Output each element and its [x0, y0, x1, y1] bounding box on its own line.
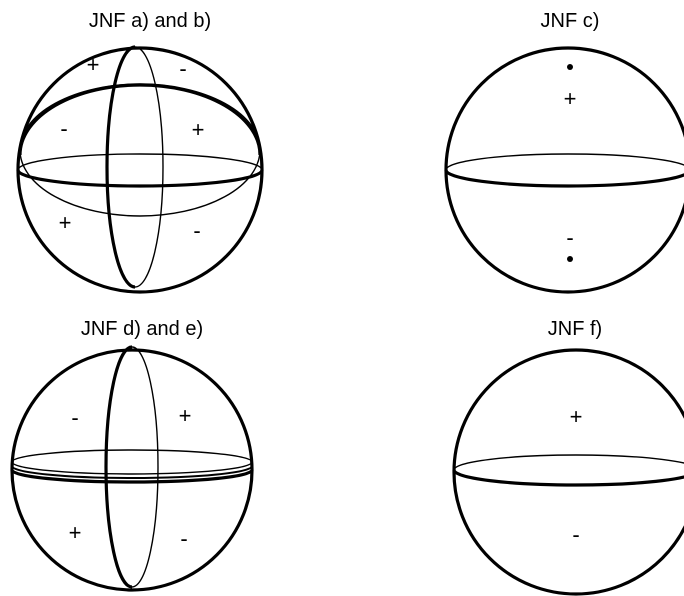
sign-ab-5: + — [59, 210, 72, 235]
panel-title-f: JNF f) — [548, 318, 602, 340]
panel-jnf-c: JNF c) + - — [444, 10, 684, 294]
sign-f-1: + — [570, 404, 583, 429]
sphere-outline-f — [452, 348, 684, 596]
sign-de-4: - — [180, 526, 187, 551]
sign-ab-6: - — [193, 218, 200, 243]
equator-front-c — [444, 169, 684, 188]
equator-front-inner-de — [11, 465, 253, 479]
sign-c-2: - — [566, 225, 573, 250]
meridian-front-ab — [105, 45, 136, 289]
north-pole-dot-c — [567, 64, 573, 70]
panel-title-ab: JNF a) and b) — [89, 10, 211, 32]
meridian-front-de — [104, 345, 133, 589]
equator-upper-de — [11, 449, 253, 475]
south-pole-dot-c — [567, 256, 573, 262]
panel-jnf-f: JNF f) + - — [452, 318, 684, 596]
panel-title-c: JNF c) — [541, 10, 600, 32]
sign-de-1: - — [71, 405, 78, 430]
sign-de-3: + — [69, 520, 82, 545]
panel-title-de: JNF d) and e) — [81, 318, 203, 340]
equator-front-f — [452, 469, 684, 487]
tilted-circle-front-ab — [18, 83, 262, 156]
sign-ab-4: + — [192, 117, 205, 142]
equator-front-ab — [16, 169, 264, 188]
sphere-outline-c — [444, 46, 684, 294]
panel-jnf-de: JNF d) and e) - + + - — [10, 318, 254, 592]
sign-ab-2: - — [179, 56, 186, 81]
equator-front-de — [10, 469, 254, 484]
panel-jnf-ab: JNF a) and b) + - - + + - — [16, 10, 264, 294]
sign-ab-1: + — [87, 52, 100, 77]
sign-f-2: - — [572, 522, 579, 547]
sign-de-2: + — [179, 403, 192, 428]
sign-c-1: + — [564, 86, 577, 111]
sign-ab-3: - — [60, 116, 67, 141]
